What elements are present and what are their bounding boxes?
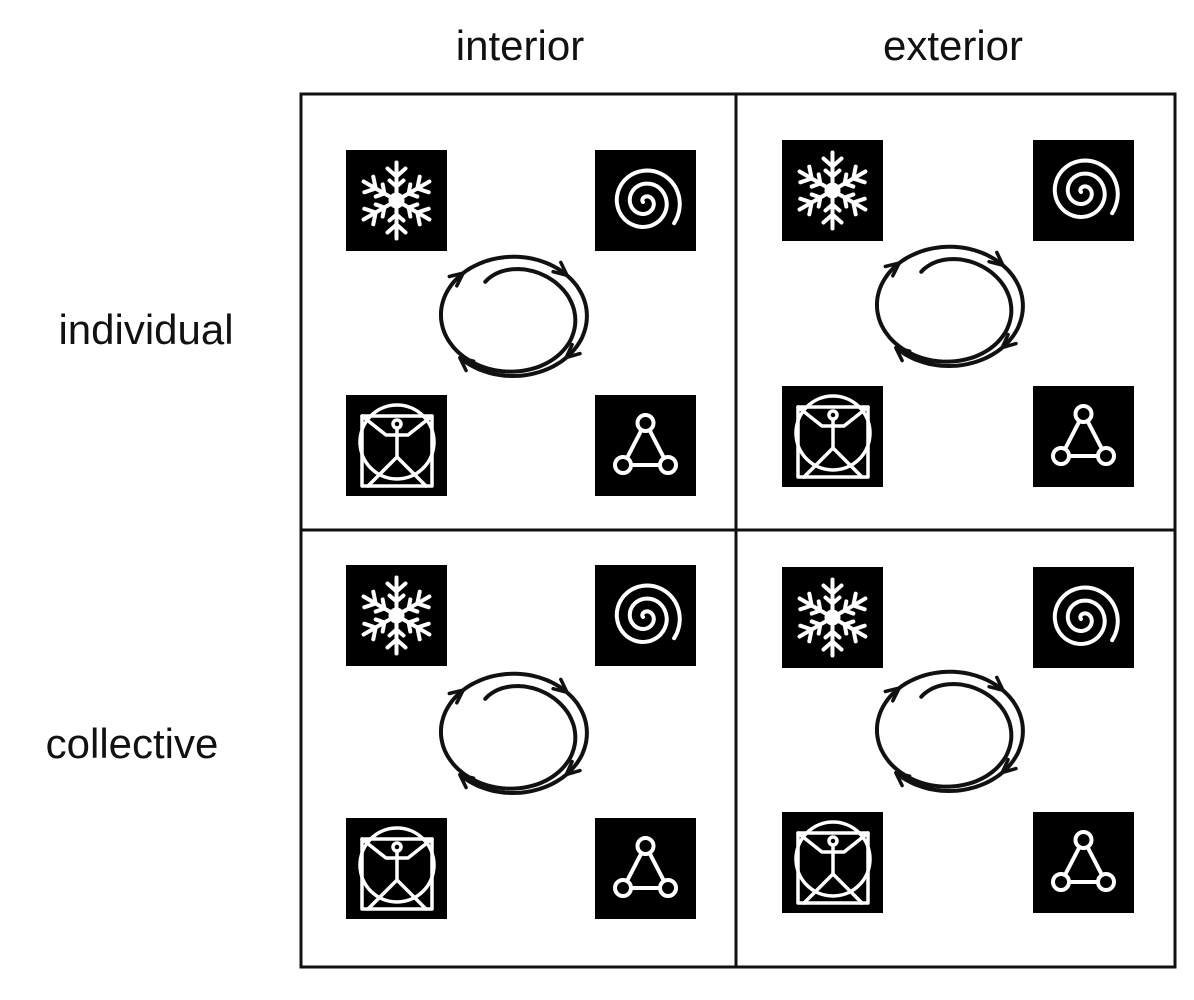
arrowhead-icon bbox=[987, 675, 1005, 693]
spiral-icon bbox=[593, 563, 698, 668]
cycle-path bbox=[875, 244, 1025, 369]
cell-exterior-collective bbox=[780, 565, 1136, 915]
vitruvian-man-icon bbox=[344, 393, 449, 498]
cycle-path bbox=[875, 669, 1025, 794]
snowflake-icon bbox=[782, 567, 883, 668]
row-label-individual: individual bbox=[58, 306, 233, 353]
triangle-network-icon bbox=[1031, 384, 1136, 489]
arrowhead-icon bbox=[458, 355, 476, 373]
arrowhead-icon bbox=[883, 261, 901, 278]
cycle-arrows-icon bbox=[875, 669, 1025, 794]
arrowhead-icon bbox=[883, 686, 901, 703]
triangle-network-icon bbox=[593, 816, 698, 921]
arrowhead-icon bbox=[551, 260, 569, 278]
arrowhead-icon bbox=[564, 342, 582, 360]
arrowhead-icon bbox=[564, 759, 582, 777]
cell-interior-individual bbox=[344, 148, 698, 498]
arrowhead-icon bbox=[987, 250, 1005, 268]
cell-exterior-individual bbox=[780, 138, 1136, 489]
vitruvian-man-icon bbox=[780, 384, 885, 489]
arrowhead-icon bbox=[447, 271, 465, 288]
cycle-path bbox=[439, 671, 589, 796]
cell-interior-collective bbox=[344, 563, 698, 921]
cycle-path bbox=[439, 254, 589, 379]
cycle-arrows-icon bbox=[439, 254, 589, 379]
arrowhead-icon bbox=[551, 677, 569, 695]
arrowhead-icon bbox=[447, 688, 465, 705]
triangle-network-icon bbox=[593, 393, 698, 498]
spiral-icon bbox=[1031, 138, 1136, 243]
spiral-icon bbox=[593, 148, 698, 253]
arrowhead-icon bbox=[1000, 332, 1018, 350]
cycle-arrows-icon bbox=[875, 244, 1025, 369]
snowflake-icon bbox=[346, 150, 447, 251]
triangle-network-icon bbox=[1031, 810, 1136, 915]
arrowhead-icon bbox=[458, 772, 476, 790]
column-label-interior: interior bbox=[456, 22, 584, 69]
arrowhead-icon bbox=[894, 345, 912, 363]
spiral-icon bbox=[1031, 565, 1136, 670]
arrowhead-icon bbox=[894, 770, 912, 788]
column-label-exterior: exterior bbox=[883, 22, 1023, 69]
vitruvian-man-icon bbox=[344, 816, 449, 921]
arrowhead-icon bbox=[1000, 757, 1018, 775]
cycle-arrows-icon bbox=[439, 671, 589, 796]
row-label-collective: collective bbox=[46, 720, 219, 767]
snowflake-icon bbox=[346, 565, 447, 666]
snowflake-icon bbox=[782, 140, 883, 241]
vitruvian-man-icon bbox=[780, 810, 885, 915]
